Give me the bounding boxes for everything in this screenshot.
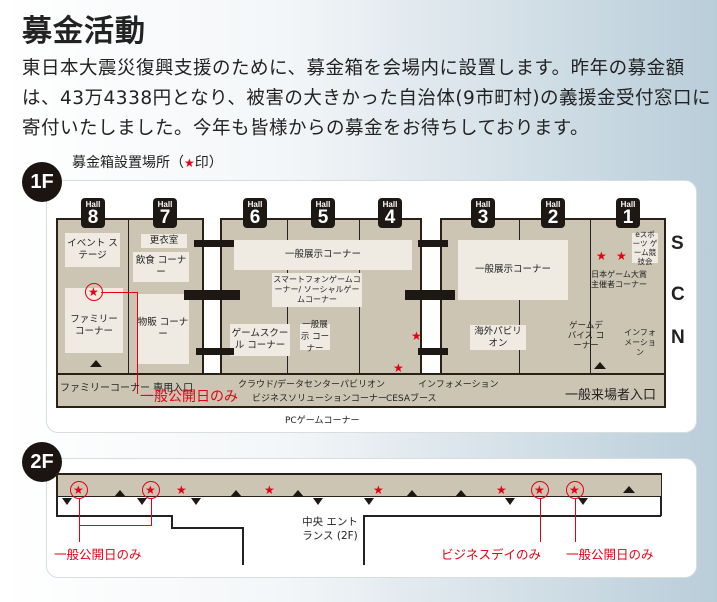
- general-exhibit-right: 一般展示コーナー: [458, 240, 568, 300]
- cesa-booth-callout: CESAブース: [386, 394, 437, 404]
- side-s-label: S: [671, 233, 684, 254]
- donation-box-star-icon: ★: [373, 483, 384, 497]
- game-school-corner: ゲームスクール コーナー: [230, 324, 290, 356]
- general-exhibit-left: 一般展示コーナー: [234, 240, 412, 270]
- public-days-only-note-left: 一般公開日のみ: [54, 547, 142, 562]
- business-solution-callout: ビジネスソリューションコーナー: [252, 394, 387, 404]
- up-arrow-icon: [455, 490, 467, 497]
- changing-room: 更衣室: [141, 234, 187, 248]
- up-arrow-icon: [114, 490, 126, 497]
- donation-box-star-icon: ★: [264, 483, 275, 497]
- central-entrance-label: 中央 エントランス (2F): [302, 516, 358, 542]
- description: 東日本大震災復興支援のために、募金箱を会場内に設置します。昨年の募金額は、43万…: [22, 58, 712, 139]
- up-arrow-icon: [623, 486, 635, 493]
- donation-box-star-icon: ★: [411, 329, 422, 343]
- public-days-only-note-right: 一般公開日のみ: [566, 547, 654, 562]
- donation-box-star-icon: ★: [534, 483, 545, 497]
- esports-competition: eスポーツ ゲーム競技会: [632, 230, 658, 266]
- donation-box-star-icon: ★: [145, 483, 156, 497]
- donation-box-star-icon: ★: [596, 249, 607, 263]
- entrance-corridor: [56, 373, 666, 408]
- pc-game-callout: PCゲームコーナー: [285, 416, 360, 426]
- page-title: 募金活動: [22, 14, 146, 49]
- down-arrow-icon: [364, 498, 374, 505]
- family-entrance-label: ファミリーコーナー 専用入口: [60, 383, 194, 394]
- donation-box-star-icon: ★: [73, 483, 84, 497]
- side-c-label: C: [671, 284, 685, 305]
- entrance-arrow-icon: [594, 362, 606, 369]
- general-entrance-label: 一般来場者入口: [565, 388, 657, 403]
- up-arrow-icon: [230, 490, 242, 497]
- down-arrow-icon: [191, 498, 201, 505]
- down-arrow-icon: [313, 498, 323, 505]
- down-arrow-icon: [137, 498, 147, 505]
- up-arrow-icon: [292, 490, 304, 497]
- legend-suffix: 印）: [194, 155, 223, 171]
- donation-box-star-icon: ★: [569, 483, 580, 497]
- up-arrow-icon: [406, 490, 418, 497]
- cloud-pavilion-callout: クラウド/データセンターパビリオン: [238, 380, 385, 390]
- general-exhibit-small: 一般展示 コーナー: [300, 320, 330, 354]
- connector-arrow-icon: [196, 348, 234, 355]
- connector-arrow-icon: [194, 240, 234, 247]
- legend-label: 募金箱設置場所（: [72, 155, 184, 171]
- donation-box-star-icon: ★: [176, 483, 187, 497]
- public-days-only-note: 一般公開日のみ: [140, 389, 238, 405]
- donation-box-star-icon: ★: [393, 361, 404, 375]
- legend: 募金箱設置場所（★印）: [72, 152, 223, 172]
- connector-arrow-icon: [418, 348, 448, 355]
- entrance-arrow-icon: [90, 360, 102, 367]
- down-arrow-icon: [578, 498, 588, 505]
- connector-arrow-icon: [405, 290, 455, 300]
- food-corner: 飲食 コーナー: [133, 252, 189, 282]
- connector-arrow-icon: [184, 290, 240, 300]
- overseas-pavilion: 海外パビリオン: [470, 325, 526, 350]
- smartphone-social-corner: スマートフォンゲームコーナー/ ソーシャルゲームコーナー: [272, 273, 362, 307]
- donation-box-star-icon: ★: [496, 483, 507, 497]
- japan-game-awards-corner: 日本ゲーム大賞 主催者コーナー: [591, 270, 647, 289]
- star-icon: ★: [184, 156, 195, 170]
- donation-box-star-icon: ★: [616, 249, 627, 263]
- merch-corner: 物販 コーナー: [137, 294, 189, 364]
- information-right: インフォ メーション: [624, 328, 656, 357]
- down-arrow-icon: [505, 498, 515, 505]
- information-callout: インフォメーション: [418, 380, 499, 390]
- side-n-label: N: [671, 327, 685, 348]
- donation-box-star-icon: ★: [88, 285, 99, 299]
- floor-1-badge: 1F: [22, 162, 62, 202]
- game-device-corner: ゲームデバイス コーナー: [567, 321, 605, 351]
- business-days-only-note: ビジネスデイのみ: [441, 547, 542, 562]
- down-arrow-icon: [62, 498, 72, 505]
- connector-arrow-icon: [418, 240, 448, 247]
- event-stage: イベント ステージ: [65, 233, 120, 267]
- floor-2-badge: 2F: [22, 442, 62, 482]
